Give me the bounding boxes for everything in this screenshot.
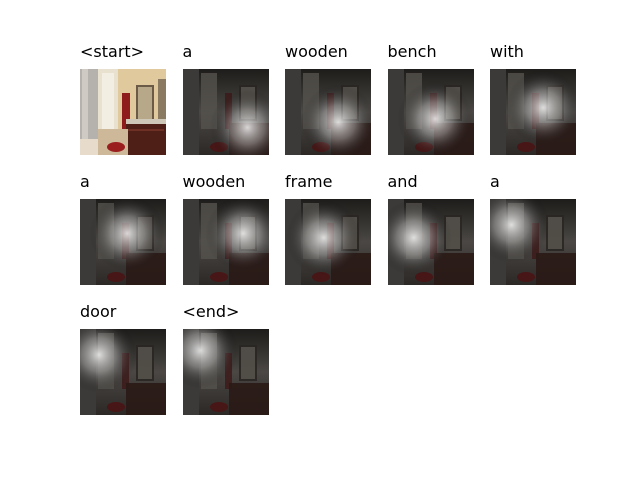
word-label: with — [490, 42, 524, 61]
attention-overlay — [182, 69, 269, 155]
attention-overlay — [182, 329, 269, 415]
word-label: door — [80, 302, 117, 321]
bathroom-photo — [80, 69, 166, 155]
attention-overlay — [387, 199, 474, 285]
word-label: wooden — [182, 172, 246, 191]
attention-overlay — [80, 199, 166, 285]
attention-map — [387, 199, 474, 285]
word-label: frame — [285, 172, 333, 191]
attention-map — [285, 69, 371, 155]
word-label: a — [490, 172, 500, 191]
attention-map — [285, 199, 371, 285]
attention-map — [182, 329, 269, 415]
attention-overlay — [387, 69, 474, 155]
attention-overlay — [285, 199, 371, 285]
word-label: and — [387, 172, 418, 191]
attention-map — [182, 199, 269, 285]
original-image — [80, 69, 166, 155]
word-label: a — [80, 172, 90, 191]
attention-map — [80, 329, 166, 415]
word-label: wooden — [285, 42, 348, 61]
attention-overlay — [182, 199, 269, 285]
word-label: <start> — [80, 42, 145, 61]
attention-overlay — [490, 199, 576, 285]
word-label: <end> — [182, 302, 240, 321]
attention-overlay — [285, 69, 371, 155]
attention-map — [490, 199, 576, 285]
attention-map — [182, 69, 269, 155]
word-label: bench — [387, 42, 437, 61]
attention-map — [80, 199, 166, 285]
attention-overlay — [490, 69, 576, 155]
word-label: a — [182, 42, 193, 61]
attention-map — [490, 69, 576, 155]
attention-map — [387, 69, 474, 155]
attention-overlay — [80, 329, 166, 415]
